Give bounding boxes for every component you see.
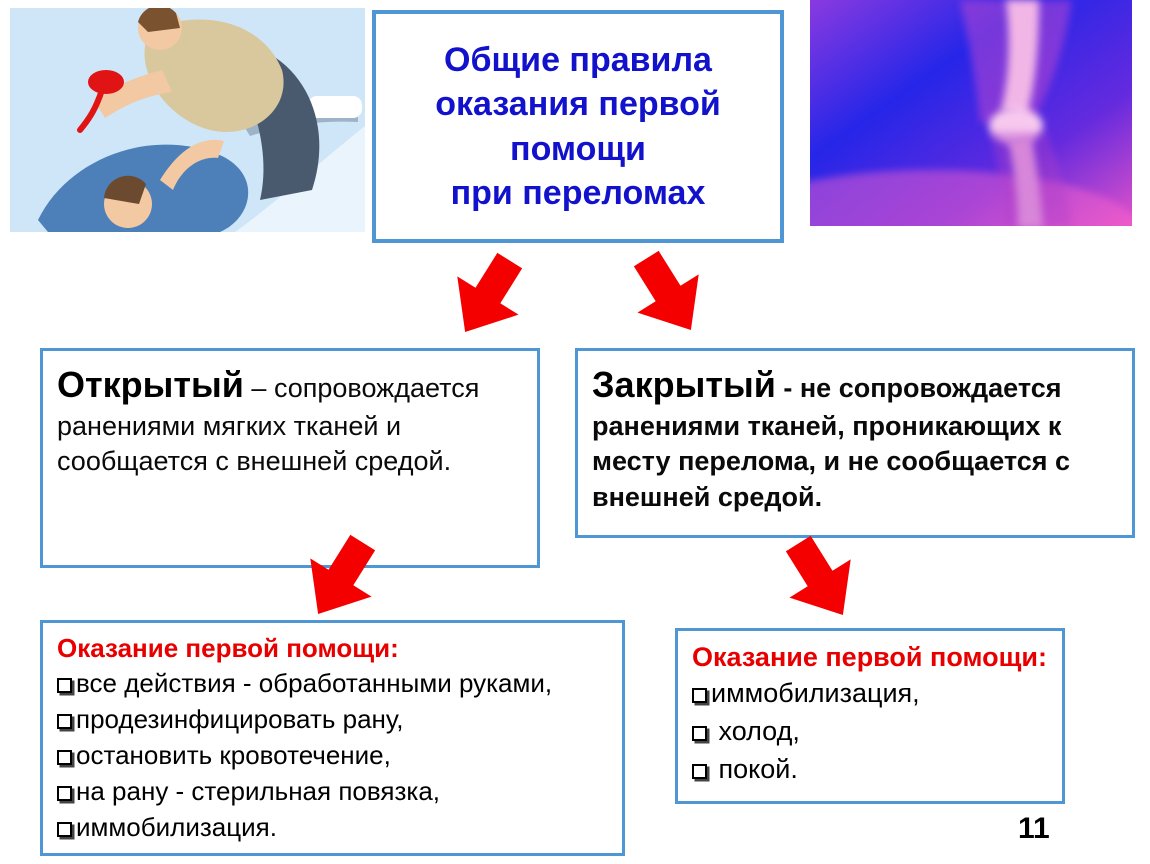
- checkbox-bullet-icon: [57, 713, 72, 729]
- aid-item-text: иммобилизация.: [76, 811, 277, 842]
- page-title-line: Общие правила: [444, 41, 712, 80]
- checkbox-bullet-icon: [692, 688, 707, 704]
- list-item: все действия - обработанными руками,: [57, 666, 608, 702]
- list-item: покой.: [692, 751, 1048, 789]
- page-number: 11: [1018, 812, 1050, 845]
- aid-item-text: на рану - стерильная повязка,: [76, 775, 441, 806]
- open-fracture-description: сопровождается ранениями мягких тканей и…: [57, 373, 480, 477]
- open-fracture-box: Открытый – сопровождается ранениями мягк…: [40, 348, 540, 568]
- arrow-to-closed-first-aid-icon: [762, 521, 881, 640]
- page-title-line: помощи: [510, 129, 646, 168]
- open-fracture-term: Открытый: [57, 364, 244, 405]
- open-first-aid-box: Оказание первой помощи: все действия - о…: [40, 620, 625, 856]
- open-fracture-text: Открытый – сопровождается ранениями мягк…: [57, 361, 523, 480]
- closed-fracture-term: Закрытый: [592, 364, 776, 405]
- closed-first-aid-box: Оказание первой помощи: иммобилизация, х…: [675, 628, 1065, 804]
- closed-fracture-separator: -: [783, 373, 793, 403]
- page-title-line: оказания первой: [435, 85, 721, 124]
- knee-xray-image: [810, 0, 1132, 226]
- arrow-to-closed-box-icon: [610, 236, 729, 355]
- aid-item-text: продезинфицировать рану,: [76, 703, 404, 734]
- list-item: холод,: [692, 713, 1048, 751]
- open-first-aid-heading: Оказание первой помощи:: [57, 633, 399, 663]
- checkbox-bullet-icon: [692, 726, 707, 742]
- aid-item-text: все действия - обработанными руками,: [76, 668, 553, 699]
- aid-item-text: холод,: [711, 716, 800, 747]
- checkbox-bullet-icon: [57, 785, 72, 801]
- list-item: на рану - стерильная повязка,: [57, 774, 608, 810]
- knee-xray-graphic: [810, 0, 1132, 226]
- checkbox-bullet-icon: [692, 764, 707, 780]
- checkbox-bullet-icon: [57, 749, 72, 765]
- arrow-to-open-first-aid-icon: [281, 520, 400, 639]
- list-item: иммобилизация.: [57, 810, 608, 846]
- checkbox-bullet-icon: [57, 821, 72, 837]
- closed-fracture-description: не сопровождается ранениями тканей, прон…: [592, 373, 1071, 512]
- checkbox-bullet-icon: [57, 678, 72, 694]
- closed-first-aid-heading: Оказание первой помощи:: [692, 642, 1047, 672]
- first-aid-illustration: [10, 8, 365, 232]
- open-fracture-separator: –: [251, 373, 267, 403]
- closed-fracture-box: Закрытый - не сопровождается ранениями т…: [575, 348, 1135, 538]
- list-item: продезинфицировать рану,: [57, 702, 608, 738]
- closed-fracture-text: Закрытый - не сопровождается ранениями т…: [592, 361, 1118, 515]
- page-title-line: при переломах: [450, 173, 706, 212]
- arrow-to-open-box-icon: [428, 238, 547, 357]
- first-aid-scene-image: [10, 8, 365, 232]
- title-box: Общие правила оказания первой помощи при…: [372, 10, 784, 243]
- aid-item-text: покой.: [711, 754, 798, 785]
- list-item: остановить кровотечение,: [57, 738, 608, 774]
- list-item: иммобилизация,: [692, 675, 1048, 713]
- aid-item-text: остановить кровотечение,: [76, 739, 391, 770]
- aid-item-text: иммобилизация,: [711, 678, 920, 709]
